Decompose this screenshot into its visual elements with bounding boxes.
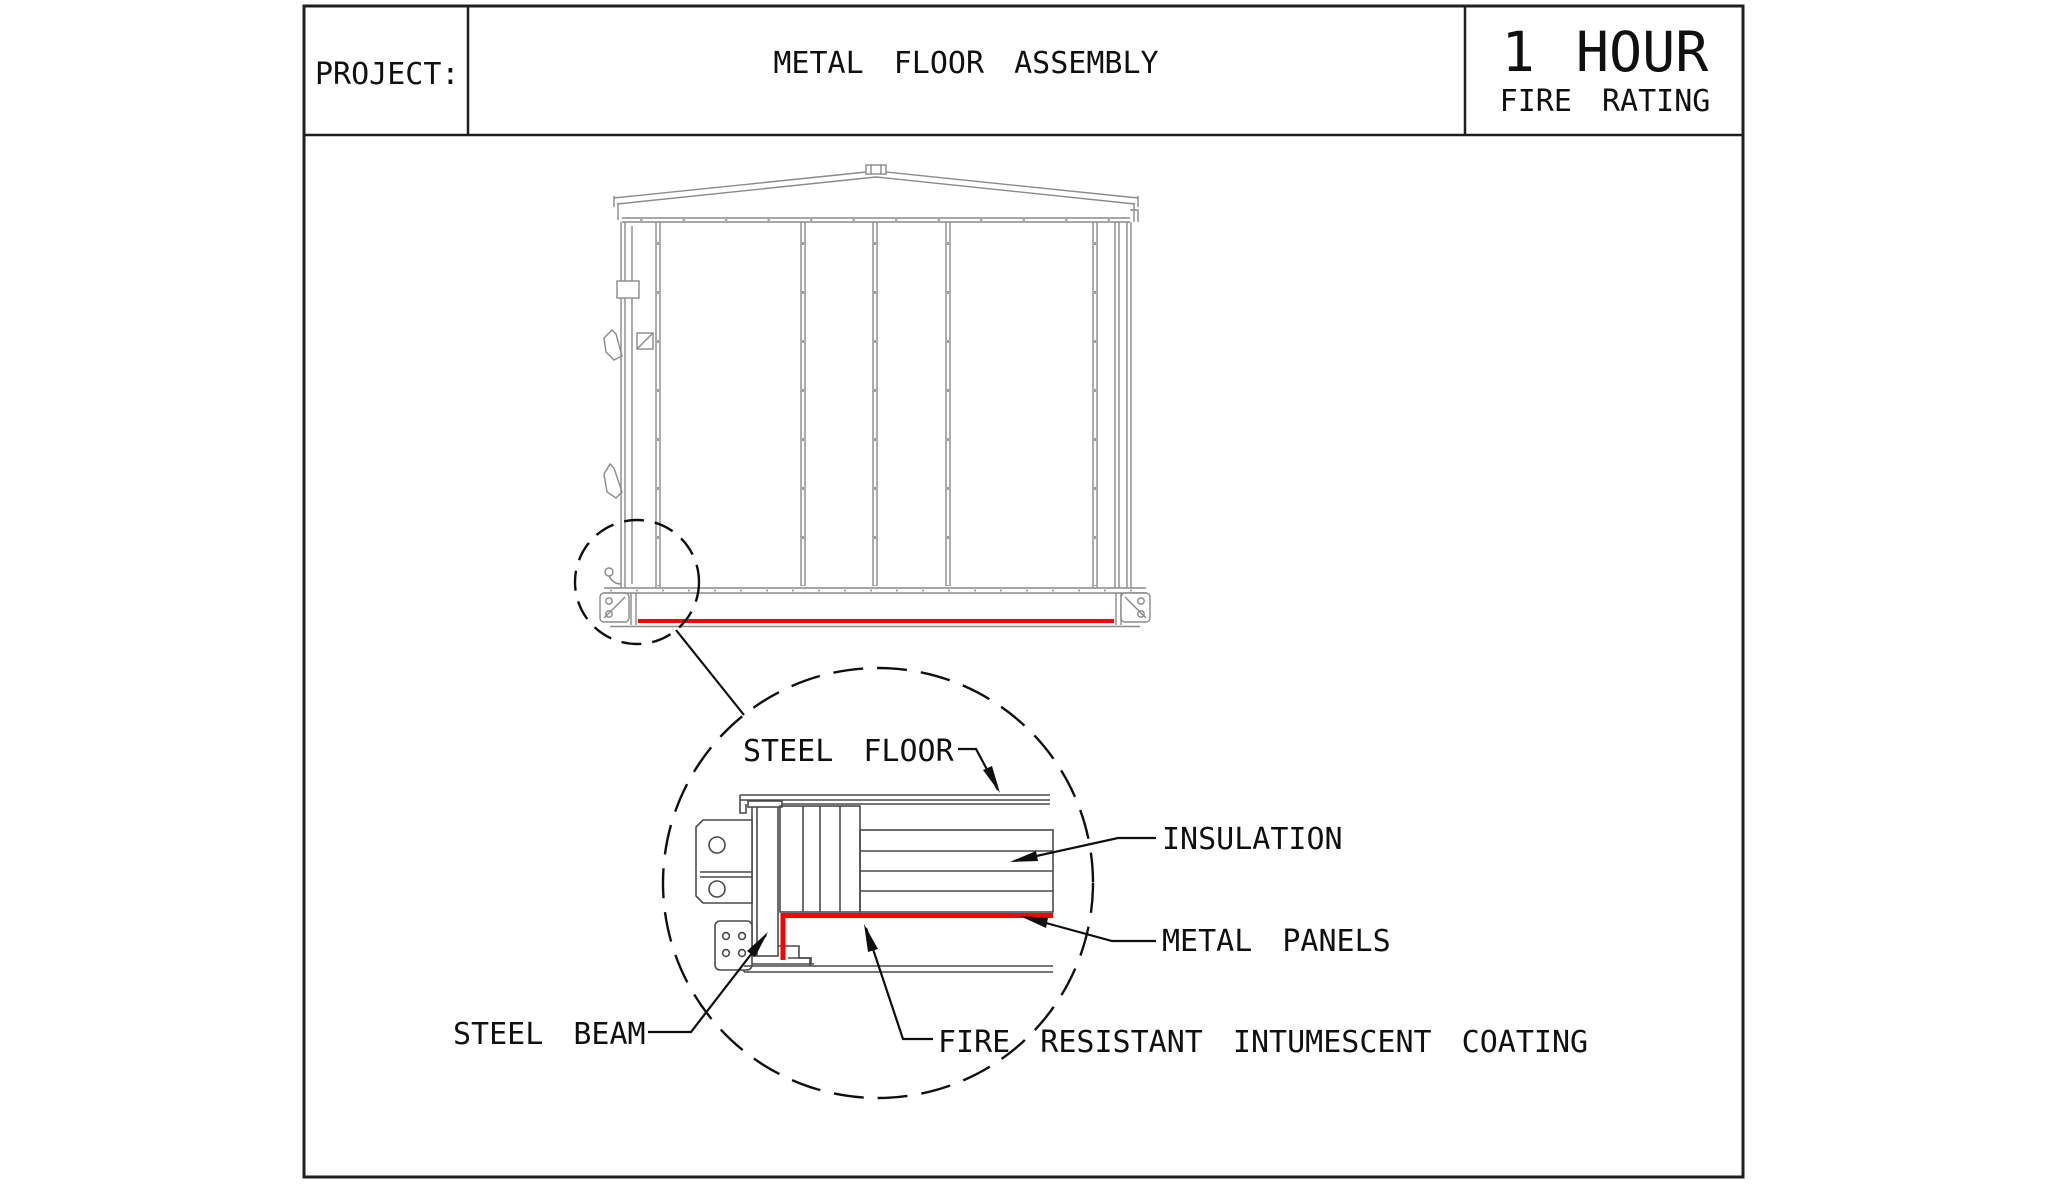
hinge-bracket <box>616 280 640 299</box>
outer-border <box>302 4 1745 1179</box>
leader-insulation <box>1010 836 1156 863</box>
corner-casting-right <box>1120 592 1151 623</box>
lower-handle <box>603 462 623 499</box>
title-block: PROJECT: METAL FLOOR ASSEMBLY 1 HOUR FIR… <box>315 20 1710 119</box>
ridge-cap <box>865 164 887 175</box>
sheet-title: METAL FLOOR ASSEMBLY <box>773 46 1158 81</box>
label-steel-beam: STEEL BEAM <box>453 1017 646 1052</box>
mounting-bracket-upper <box>695 819 753 904</box>
callout-circle-small <box>573 518 701 646</box>
lock-handle <box>603 329 623 361</box>
fire-rating-label: FIRE RATING <box>1500 84 1711 119</box>
corner-casting-left <box>599 592 630 623</box>
label-steel-floor: STEEL FLOOR <box>743 734 955 769</box>
detail-section <box>695 794 1054 973</box>
door-hook <box>604 567 614 577</box>
detail-callout <box>573 518 1095 1100</box>
callout-leader-line <box>675 629 745 716</box>
detail-circle-large <box>661 666 1095 1100</box>
steel-beam-channel <box>743 800 814 972</box>
insulation-horizontal-batts <box>859 829 1054 913</box>
leader-steel-beam <box>648 932 768 1034</box>
insulation-vertical-batts <box>779 805 861 913</box>
label-fire-coating: FIRE RESISTANT INTUMESCENT COATING <box>938 1025 1588 1060</box>
wall-panel-seams <box>800 222 951 586</box>
detail-annotations: STEEL FLOOR INSULATION METAL PANELS STEE… <box>453 734 1588 1060</box>
project-label: PROJECT: <box>315 57 460 92</box>
elevation-walls <box>620 222 1132 588</box>
metal-panel-rails <box>744 957 1053 973</box>
elevation-roof <box>613 164 1139 222</box>
elevation-door-hardware <box>603 280 654 585</box>
mounting-bracket-lower <box>714 920 753 971</box>
steel-floor-plate <box>739 794 1050 814</box>
sheet-border <box>302 4 1745 1179</box>
elevation-ceiling-rail <box>622 217 1130 223</box>
label-insulation: INSULATION <box>1162 822 1343 857</box>
elevation-view <box>599 164 1151 628</box>
elevation-floor-assembly <box>604 587 1146 628</box>
fire-rating-value: 1 HOUR <box>1502 20 1710 84</box>
label-metal-panels: METAL PANELS <box>1162 924 1391 959</box>
leader-fire-coating <box>864 924 933 1041</box>
leader-steel-floor <box>958 747 1000 793</box>
leader-metal-panels <box>1020 915 1156 943</box>
fire-coating-highlight-detail <box>780 913 1053 960</box>
